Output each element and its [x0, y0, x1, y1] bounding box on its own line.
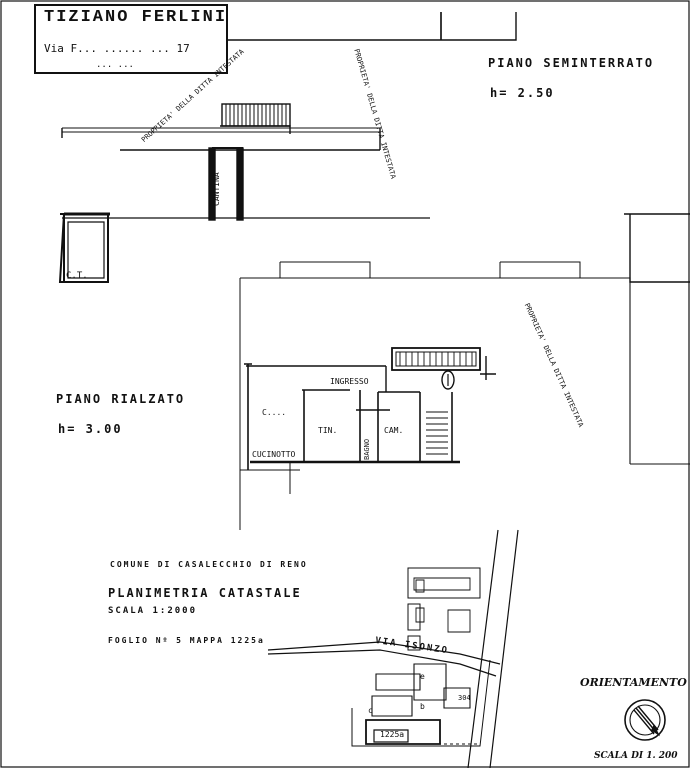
parcel-label: 1225a: [380, 730, 405, 739]
ct-label: C.T.: [66, 271, 88, 281]
room-tinello: TIN.: [318, 426, 338, 435]
room-ingresso: INGRESSO: [330, 377, 369, 386]
ground-floor-plan: [239, 261, 690, 530]
room-camera-left: C....: [262, 408, 287, 417]
legend-comune: COMUNE DI CASALECCHIO DI RENO: [110, 560, 308, 569]
stamp-address-line2: ... ...: [96, 60, 134, 70]
north-arrow-symbol: [624, 699, 666, 741]
cantina-label: CANTINA: [212, 172, 221, 206]
legend-title: PLANIMETRIA CATASTALE: [108, 586, 302, 600]
basement-title: PIANO SEMINTERRATO: [488, 56, 655, 70]
ground-floor-title: PIANO RIALZATO: [56, 392, 186, 406]
parcel-c-label: c: [368, 706, 373, 715]
scale-label: SCALA DI 1. 200: [594, 751, 678, 761]
basement-plan: [58, 103, 430, 283]
orientation-label: ORIENTAMENTO: [580, 676, 687, 689]
parcel-e-label: e: [420, 672, 425, 681]
architect-stamp: TIZIANO FERLINI Via F... ...... ... 17 .…: [34, 4, 228, 74]
site-map: [267, 529, 519, 768]
parcel-b-label: b: [420, 702, 425, 711]
stamp-name: TIZIANO FERLINI: [44, 8, 228, 27]
ground-floor-height: h= 3.00: [58, 422, 123, 436]
room-camera: CAM.: [384, 426, 404, 435]
room-cucinotto: CUCINOTTO: [252, 450, 296, 459]
legend-foglio: FOGLIO Nº 5 MAPPA 1225a: [108, 636, 265, 645]
room-bagno: BAGNO: [363, 438, 371, 460]
basement-height: h= 2.50: [490, 86, 555, 100]
legend-scale: SCALA 1:2000: [108, 606, 198, 616]
parcel-304-label: 304: [458, 694, 471, 702]
basement-boundary: [228, 12, 517, 41]
stamp-address: Via F... ...... ... 17: [44, 42, 190, 55]
